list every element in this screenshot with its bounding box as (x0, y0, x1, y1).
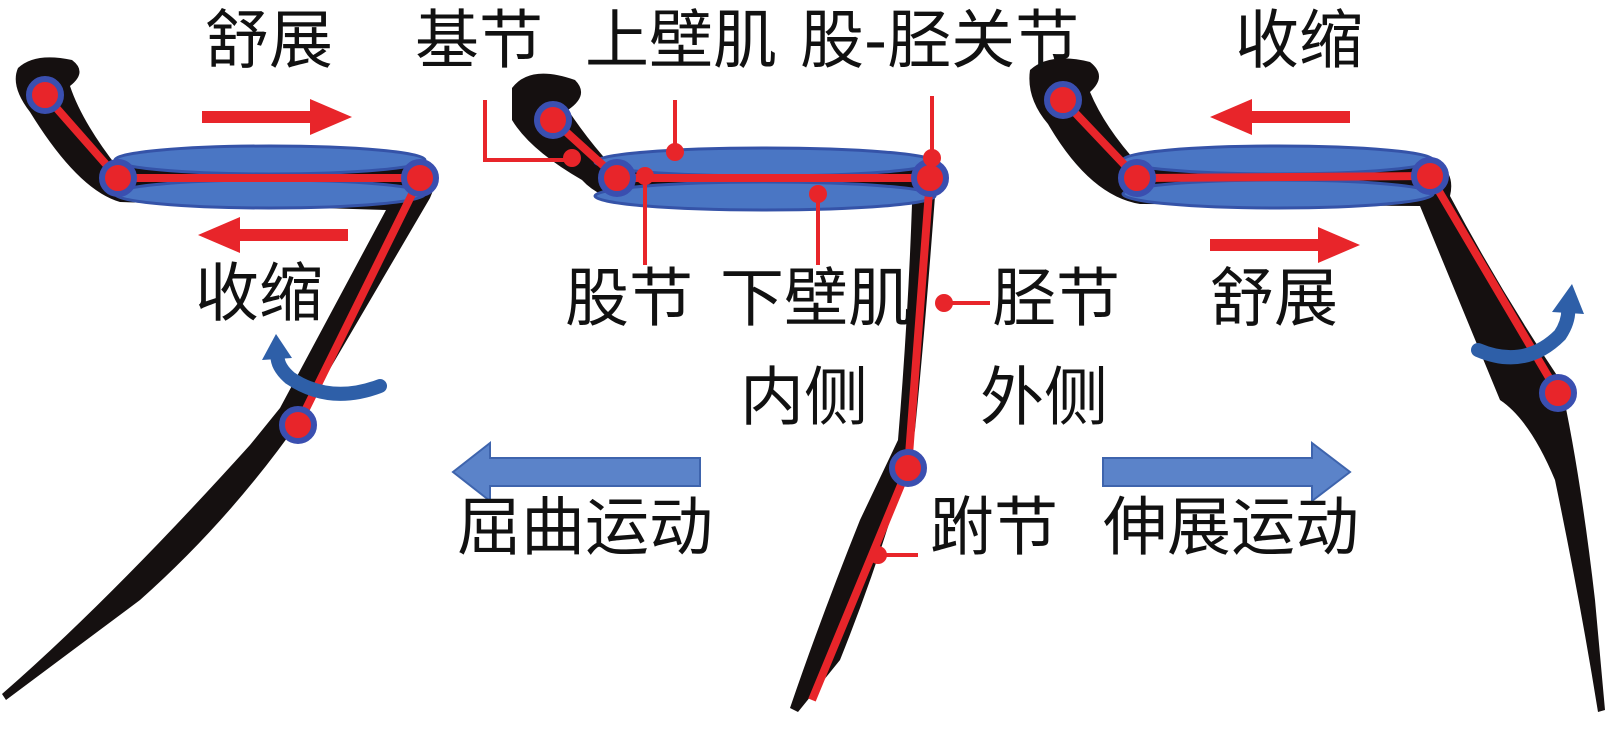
right-lower-muscle (1121, 178, 1435, 210)
left-joint-tibia-tarsus (279, 406, 317, 444)
middle-joint-femur-base (598, 159, 636, 197)
right-joint-tibia-tarsus (1539, 374, 1577, 412)
left-lower-muscle (113, 178, 427, 210)
right-rotation-arrow (1471, 284, 1584, 365)
coxa-leader (483, 100, 572, 162)
label-tarsus: 跗节 (930, 492, 1058, 566)
label-extension: 伸展运动 (1103, 492, 1359, 566)
flexion-motion-arrow (451, 440, 701, 504)
label-flexion: 屈曲运动 (457, 492, 713, 566)
label-femur: 股节 (565, 263, 693, 337)
middle-joint-femur-tibia (911, 159, 949, 197)
leader-lines (483, 96, 990, 564)
right-stretch-arrow (1210, 227, 1360, 263)
extension-motion-arrow (1102, 440, 1352, 504)
middle-leg (483, 73, 990, 713)
right-joint-femur-tibia (1411, 157, 1449, 195)
left-upper-muscle (113, 144, 427, 176)
label-contract-right: 收缩 (1235, 5, 1363, 79)
label-femur-tibia-joint: 股-胫关节 (800, 5, 1079, 79)
right-leg-extension (1029, 58, 1605, 712)
left-leg-flexion (2, 57, 439, 701)
left-leg-skeleton (41, 92, 424, 427)
label-lower-muscle: 下壁肌 (720, 263, 912, 337)
right-contract-arrow (1210, 99, 1350, 135)
right-leg-skeleton (1060, 97, 1562, 396)
label-outer-side: 外侧 (980, 362, 1108, 436)
label-upper-muscle: 上壁肌 (585, 5, 777, 79)
right-joint-femur-base (1118, 159, 1156, 197)
label-stretch-right: 舒展 (1210, 263, 1338, 337)
left-stretch-arrow (202, 99, 352, 135)
right-upper-muscle (1121, 144, 1435, 176)
label-contract-left: 收缩 (195, 258, 323, 332)
middle-joint-tibia-tarsus (889, 449, 927, 487)
left-joint-coxa (26, 76, 64, 114)
middle-joint-coxa (534, 101, 572, 139)
right-joint-coxa (1044, 81, 1082, 119)
left-rotation-arrow (262, 334, 387, 401)
left-contract-arrow (198, 217, 348, 253)
label-tibia: 胫节 (992, 263, 1120, 337)
left-joint-femur-tibia (401, 159, 439, 197)
label-inner-side: 内侧 (740, 362, 868, 436)
left-joint-femur-base (99, 159, 137, 197)
label-stretch-left: 舒展 (205, 5, 333, 79)
label-coxa: 基节 (415, 5, 543, 79)
